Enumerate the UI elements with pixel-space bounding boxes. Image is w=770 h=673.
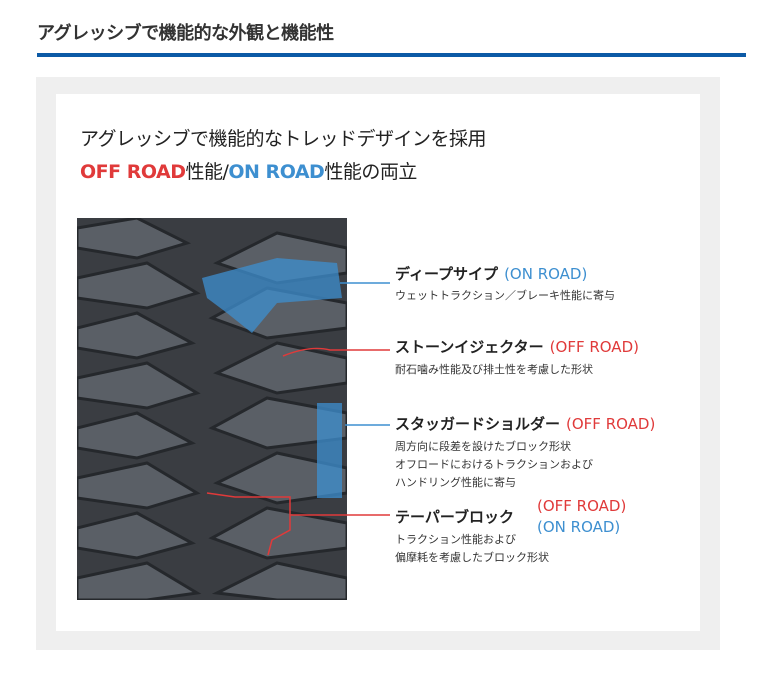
feature-desc: トラクション性能および偏摩耗を考慮したブロック形状 <box>395 531 549 567</box>
feature-deep-sipe: ディープサイプ (ON ROAD) <box>395 263 587 284</box>
desc-line: トラクション性能および <box>395 533 516 546</box>
feature-desc: ウェットトラクション／ブレーキ性能に寄与 <box>395 289 615 302</box>
feature-tapered-block: テーパーブロック <box>395 508 514 526</box>
title-underline <box>37 53 746 57</box>
feature-desc: 耐石噛み性能及び排土性を考慮した形状 <box>395 363 593 376</box>
on-road-tag: (ON ROAD) <box>537 518 621 536</box>
desc-line: オフロードにおけるトラクションおよび <box>395 458 593 471</box>
desc-line: 周方向に段差を設けたブロック形状 <box>395 440 571 453</box>
off-road-tag: (OFF ROAD) <box>566 415 656 433</box>
on-road-tag: (ON ROAD) <box>504 265 588 283</box>
lead-line-1: アグレッシブで機能的なトレッドデザインを採用 <box>80 128 487 150</box>
on-road-text: ON ROAD <box>228 161 325 183</box>
feature-name: ディープサイプ <box>395 265 499 283</box>
off-road-tag: (OFF ROAD) <box>549 338 639 356</box>
feature-staggered-shoulder: スタッガードショルダー (OFF ROAD) <box>395 413 655 434</box>
tapered-block-tags: (OFF ROAD) (ON ROAD) <box>537 496 626 538</box>
section-title: アグレッシブで機能的な外観と機能性 <box>37 23 334 44</box>
feature-name: スタッガードショルダー <box>395 415 561 433</box>
lead-line-2: OFF ROAD性能/ON ROAD性能の両立 <box>80 157 417 184</box>
tire-tread-image <box>77 218 347 600</box>
perf-text-2: 性能の両立 <box>324 161 417 183</box>
perf-text: 性能/ <box>185 161 229 183</box>
feature-name: ストーンイジェクター <box>395 338 544 356</box>
feature-desc: 周方向に段差を設けたブロック形状オフロードにおけるトラクションおよびハンドリング… <box>395 438 593 492</box>
desc-line: ハンドリング性能に寄与 <box>395 476 516 489</box>
feature-stone-ejector: ストーンイジェクター (OFF ROAD) <box>395 336 639 357</box>
off-road-text: OFF ROAD <box>80 161 186 183</box>
off-road-tag: (OFF ROAD) <box>537 497 627 515</box>
desc-line: 偏摩耗を考慮したブロック形状 <box>395 551 549 564</box>
